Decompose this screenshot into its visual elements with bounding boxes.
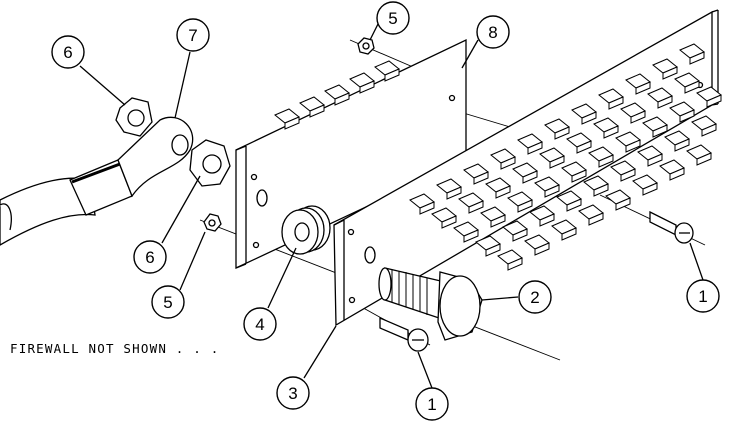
cable-with-ring-terminal <box>0 116 194 246</box>
terminal-tab-edge <box>284 116 300 130</box>
terminal-tab-edge <box>652 124 668 138</box>
terminal-tab-edge <box>674 138 690 152</box>
terminal-tab-edge <box>566 198 582 212</box>
terminal-tab-edge <box>384 68 400 82</box>
callout-hex-nut-lower: 6 <box>133 240 167 274</box>
terminal-tab-edge <box>549 155 565 169</box>
terminal-tab-edge <box>500 156 516 170</box>
callout-label: 8 <box>488 23 497 42</box>
terminal-tab-edge <box>571 169 587 183</box>
terminal-tab-edge <box>495 185 511 199</box>
terminal-tab-edge <box>419 201 435 215</box>
terminal-tab-edge <box>603 125 619 139</box>
terminal-tab-edge <box>527 141 543 155</box>
terminal-tab-edge <box>662 66 678 80</box>
callout-label: 5 <box>163 293 172 312</box>
terminal-tab-edge <box>684 80 700 94</box>
terminal-tab-edge <box>490 214 506 228</box>
terminal-tab-edge <box>554 126 570 140</box>
screw-bottom <box>379 317 429 352</box>
terminal-tab-edge <box>615 197 631 211</box>
terminal-tab-edge <box>463 229 479 243</box>
terminal-tab-edge <box>507 257 523 271</box>
callout-label: 6 <box>145 248 154 267</box>
callout-label: 1 <box>427 395 436 414</box>
terminal-tab-edge <box>359 80 375 94</box>
callout-stud-bolt: 2 <box>518 280 552 314</box>
terminal-tab-edge <box>669 167 685 181</box>
callout-label: 4 <box>255 315 264 334</box>
terminal-tab-edge <box>706 94 722 108</box>
terminal-tab-edge <box>534 242 550 256</box>
callout-grommet: 4 <box>243 307 277 341</box>
terminal-tab-edge <box>517 199 533 213</box>
callout-ring-terminal: 7 <box>176 18 210 52</box>
small-nut-top <box>357 37 375 55</box>
callout-small-nut-lower: 5 <box>151 285 185 319</box>
firewall-note: FIREWALL NOT SHOWN . . . <box>10 341 220 356</box>
terminal-tab-edge <box>485 243 501 257</box>
terminal-tab-edge <box>689 51 705 65</box>
callout-label: 7 <box>188 26 197 45</box>
terminal-tab-edge <box>696 152 712 166</box>
terminal-tab-array <box>409 43 722 271</box>
cover-plate-tabs <box>274 60 400 130</box>
terminal-tab-edge <box>635 81 651 95</box>
callout-balloons: 6 7 5 8 6 5 4 2 1 3 1 <box>51 1 720 421</box>
callout-label: 5 <box>388 9 397 28</box>
terminal-tab-edge <box>647 153 663 167</box>
callout-label: 2 <box>530 288 539 307</box>
grommet <box>281 205 331 255</box>
terminal-tab-edge <box>620 168 636 182</box>
terminal-tab-edge <box>608 96 624 110</box>
terminal-tab-edge <box>630 110 646 124</box>
terminal-tab-edge <box>473 171 489 185</box>
callout-small-nut-top: 5 <box>376 1 410 35</box>
terminal-tab-edge <box>512 228 528 242</box>
callout-label: 3 <box>288 384 297 403</box>
callout-screw-right: 1 <box>686 279 720 313</box>
callout-cover-plate: 8 <box>476 15 510 49</box>
terminal-tab-edge <box>468 200 484 214</box>
terminal-tab-edge <box>334 92 350 106</box>
terminal-tab-edge <box>593 183 609 197</box>
terminal-tab-edge <box>539 213 555 227</box>
terminal-tab-edge <box>576 140 592 154</box>
terminal-tab-edge <box>441 215 457 229</box>
terminal-tab-edge <box>309 104 325 118</box>
terminal-tab-edge <box>679 109 695 123</box>
terminal-tab-edge <box>657 95 673 109</box>
terminal-tab-edge <box>642 182 658 196</box>
terminal-tab-edge <box>544 184 560 198</box>
terminal-tab-edge <box>446 186 462 200</box>
terminal-tab-edge <box>598 154 614 168</box>
terminal-tab-edge <box>522 170 538 184</box>
hex-nut-lower <box>189 139 231 187</box>
stud-bolt <box>378 267 483 341</box>
small-nut-lower <box>203 213 222 232</box>
callout-hex-nut-top: 6 <box>51 35 85 69</box>
terminal-tab-edge <box>625 139 641 153</box>
hex-nut-top <box>115 97 153 137</box>
terminal-tab-edge <box>588 212 604 226</box>
callout-screw-bottom: 1 <box>415 387 449 421</box>
screw-right <box>649 210 694 244</box>
terminal-tab-edge <box>561 227 577 241</box>
terminal-tab-edge <box>701 123 717 137</box>
leader-lines <box>79 19 704 389</box>
terminal-tab-edge <box>581 111 597 125</box>
callout-label: 6 <box>63 43 72 62</box>
callout-terminal-plate: 3 <box>276 376 310 410</box>
callout-label: 1 <box>698 287 707 306</box>
